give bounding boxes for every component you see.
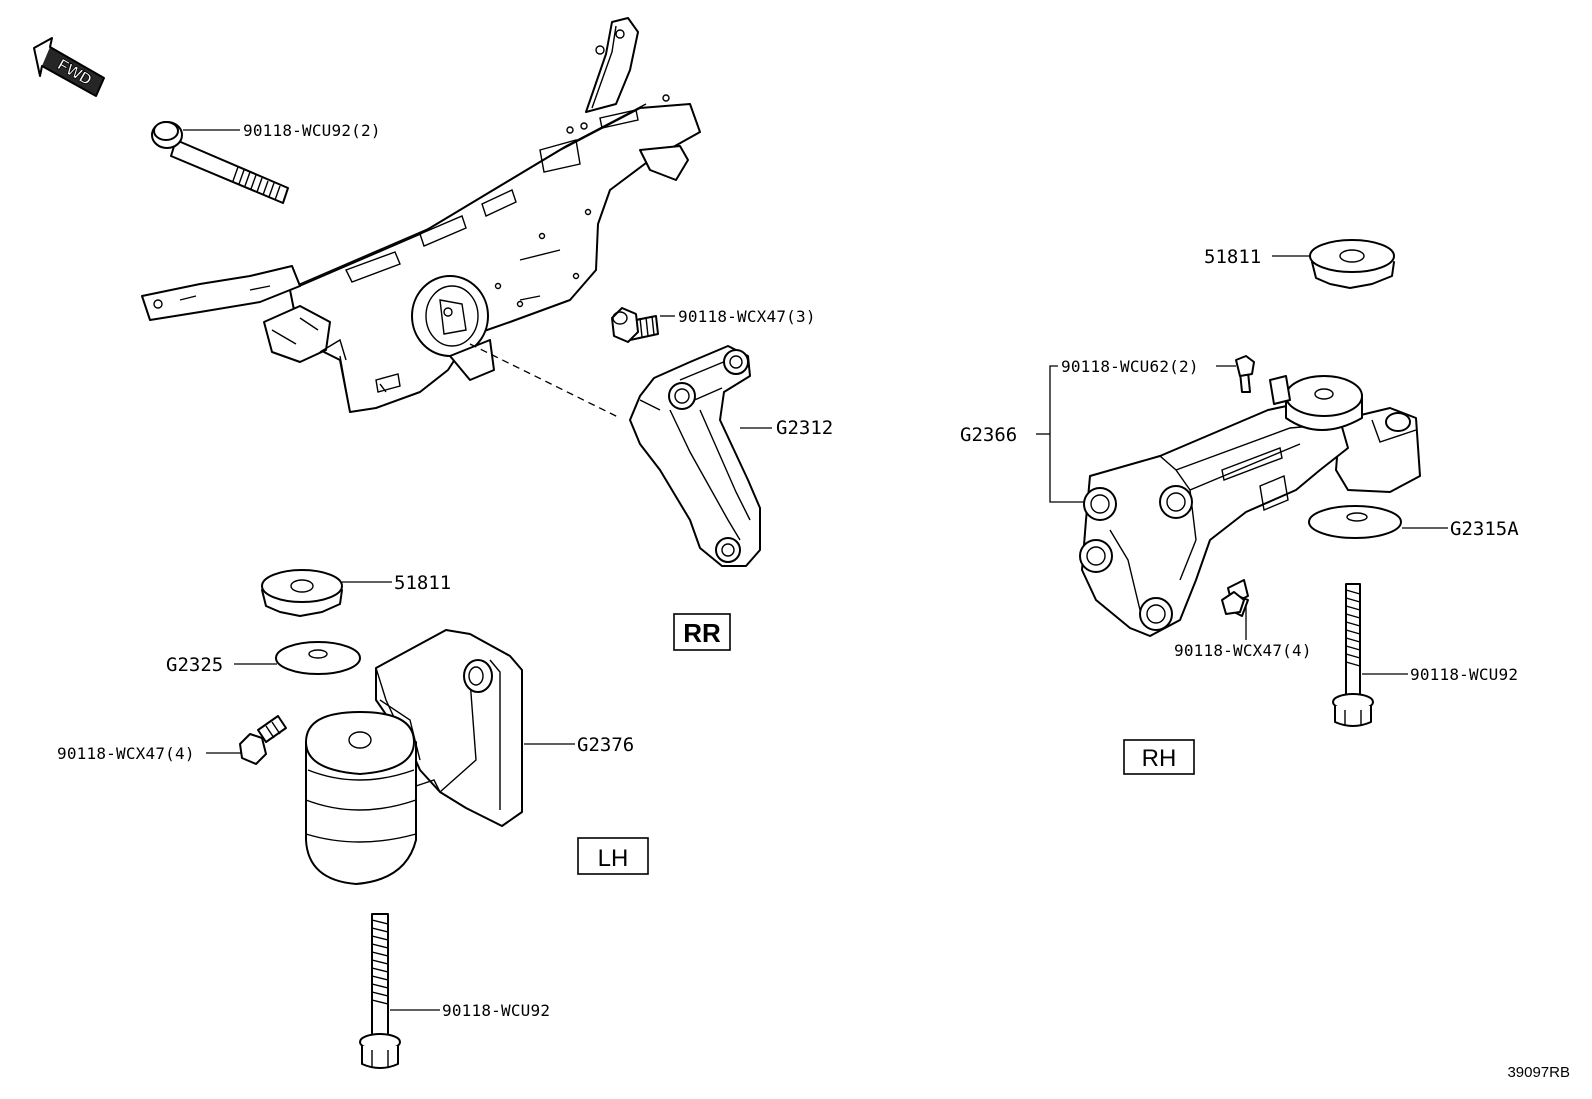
mount-lh <box>305 629 523 885</box>
mount-rh <box>1079 375 1421 637</box>
label-bolt-top: 90118-WCU92(2) <box>243 121 381 140</box>
rr-position-label: RR <box>683 618 721 648</box>
stopper-rh <box>1309 239 1395 289</box>
rh-position-box <box>1123 739 1195 775</box>
label-mount-lh: G2376 <box>577 734 634 756</box>
diagram-code: 39097RB <box>1507 1064 1570 1081</box>
label-stopper-rh: 51811 <box>1204 246 1261 268</box>
label-bolt-rr: 90118-WCX47(3) <box>678 307 816 326</box>
label-bolt-lh-long: 90118-WCU92 <box>442 1001 550 1020</box>
connection-dashed-line <box>469 343 621 419</box>
bolt-lh-small <box>239 715 287 765</box>
crossmember <box>141 17 701 413</box>
lh-position-box <box>577 837 649 875</box>
label-mount-rh: G2366 <box>960 424 1017 446</box>
rh-position-label: RH <box>1142 745 1177 772</box>
fwd-arrow-icon: FWD <box>33 37 105 97</box>
label-bracket-rr: G2312 <box>776 417 833 439</box>
bolt-lh-long <box>359 913 401 1069</box>
bracket-rr <box>629 345 761 567</box>
label-bolt-rh-long: 90118-WCU92 <box>1410 665 1518 684</box>
label-bolt-rh-small: 90118-WCX47(4) <box>1174 641 1312 660</box>
rr-position-box <box>673 613 731 651</box>
label-bolt-rh-small-top: 90118-WCU62(2) <box>1061 357 1199 376</box>
label-stopper-lh: 51811 <box>394 572 451 594</box>
bolt-rh-long <box>1332 583 1374 727</box>
bolt-top-long <box>151 121 289 204</box>
washer-lh <box>275 641 361 675</box>
lh-position-label: LH <box>598 845 629 872</box>
label-washer-rh: G2315A <box>1450 518 1519 540</box>
stopper-lh <box>261 569 343 617</box>
washer-rh <box>1308 505 1402 539</box>
bolt-rr-small <box>611 307 659 343</box>
label-bolt-lh-small: 90118-WCX47(4) <box>57 744 195 763</box>
label-washer-lh: G2325 <box>166 654 223 676</box>
bolt-rh-small-top <box>1235 355 1255 393</box>
bolt-rh-small <box>1221 579 1249 617</box>
